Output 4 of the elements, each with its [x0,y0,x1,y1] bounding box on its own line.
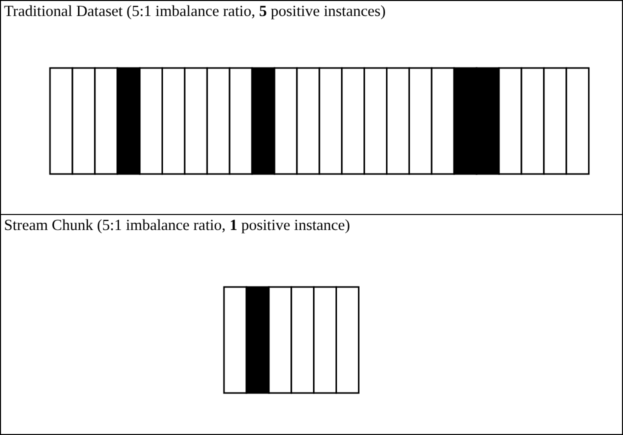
panel [0,0,623,216]
panel [0,214,623,435]
panel-title: Traditional Dataset (5:1 imbalance ratio, 5 positive instances) [4,3,386,21]
panel-title: Stream Chunk (5:1 imbalance ratio, 1 positive instance) [4,217,350,235]
